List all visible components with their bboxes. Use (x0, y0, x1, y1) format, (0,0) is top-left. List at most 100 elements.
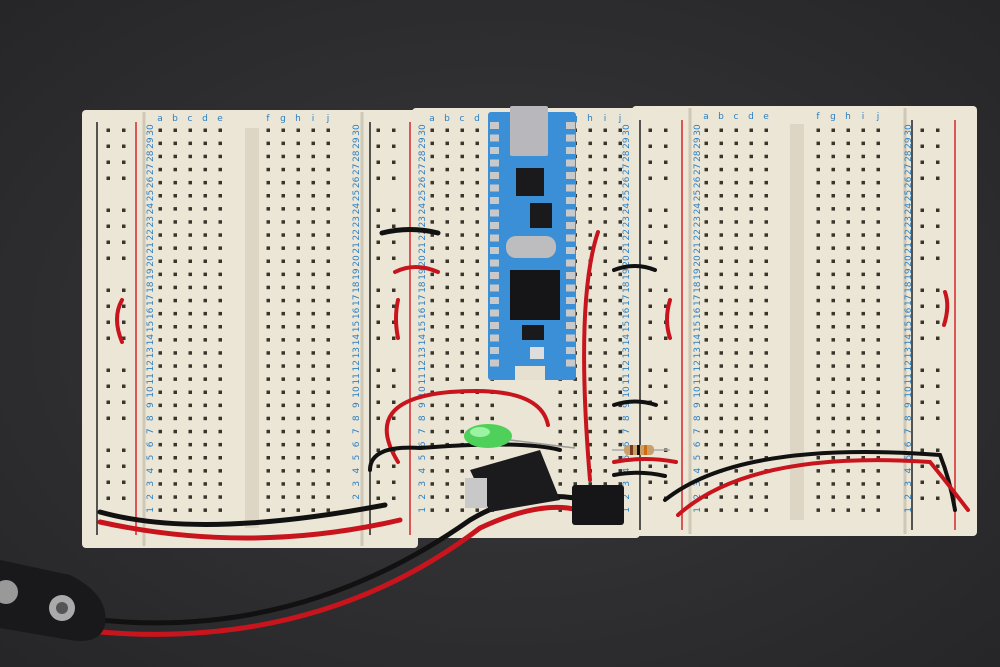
breadboard-hole[interactable] (704, 429, 709, 434)
breadboard-hole[interactable] (430, 233, 435, 237)
breadboard-hole[interactable] (861, 220, 866, 224)
breadboard-hole[interactable] (203, 351, 208, 355)
rail-hole[interactable] (936, 320, 940, 325)
breadboard-hole[interactable] (816, 495, 821, 499)
breadboard-hole[interactable] (831, 272, 836, 277)
breadboard-hole[interactable] (311, 469, 316, 473)
breadboard-hole[interactable] (296, 259, 301, 264)
breadboard-hole[interactable] (603, 377, 608, 381)
breadboard-hole[interactable] (173, 390, 178, 395)
breadboard-hole[interactable] (831, 128, 836, 133)
breadboard-hole[interactable] (218, 128, 223, 133)
rail-hole[interactable] (920, 176, 925, 181)
breadboard-hole[interactable] (749, 246, 754, 250)
breadboard-hole[interactable] (203, 272, 208, 277)
breadboard-hole[interactable] (588, 220, 593, 224)
rail-hole[interactable] (376, 448, 381, 453)
breadboard-hole[interactable] (218, 482, 223, 486)
breadboard-hole[interactable] (749, 180, 754, 185)
breadboard-hole[interactable] (764, 325, 769, 329)
breadboard-hole[interactable] (704, 194, 709, 198)
breadboard-hole[interactable] (203, 325, 208, 329)
breadboard-hole[interactable] (266, 180, 271, 185)
breadboard-hole[interactable] (266, 442, 271, 447)
breadboard-hole[interactable] (764, 508, 769, 512)
breadboard-hole[interactable] (749, 128, 754, 133)
breadboard-hole[interactable] (460, 416, 465, 421)
breadboard-hole[interactable] (460, 141, 465, 146)
breadboard-hole[interactable] (846, 377, 851, 381)
breadboard-hole[interactable] (719, 351, 724, 355)
breadboard-hole[interactable] (188, 338, 193, 342)
breadboard-hole[interactable] (188, 469, 193, 473)
breadboard-hole[interactable] (876, 416, 881, 421)
breadboard-hole[interactable] (311, 272, 316, 277)
rail-hole[interactable] (920, 208, 925, 213)
breadboard-hole[interactable] (603, 141, 608, 146)
breadboard-hole[interactable] (311, 220, 316, 224)
rail-hole[interactable] (376, 144, 381, 149)
breadboard-hole[interactable] (218, 390, 223, 395)
breadboard-hole[interactable] (764, 207, 769, 211)
breadboard-hole[interactable] (816, 403, 821, 408)
rail-hole[interactable] (664, 336, 668, 341)
rail-hole[interactable] (936, 400, 940, 405)
breadboard-hole[interactable] (618, 233, 623, 237)
breadboard-hole[interactable] (831, 298, 836, 303)
breadboard-hole[interactable] (460, 167, 465, 172)
breadboard-hole[interactable] (749, 338, 754, 342)
breadboard-hole[interactable] (719, 495, 724, 499)
breadboard-hole[interactable] (475, 246, 480, 250)
breadboard-hole[interactable] (704, 298, 709, 303)
breadboard-hole[interactable] (846, 364, 851, 368)
breadboard-hole[interactable] (460, 508, 465, 512)
breadboard-hole[interactable] (311, 194, 316, 198)
breadboard-hole[interactable] (603, 154, 608, 159)
breadboard-hole[interactable] (445, 259, 450, 264)
breadboard-hole[interactable] (861, 167, 866, 172)
breadboard-hole[interactable] (266, 194, 271, 198)
rail-hole[interactable] (376, 368, 381, 373)
breadboard-hole[interactable] (173, 128, 178, 133)
breadboard-hole[interactable] (445, 429, 450, 434)
breadboard-hole[interactable] (266, 233, 271, 237)
breadboard-hole[interactable] (861, 233, 866, 237)
breadboard-hole[interactable] (861, 442, 866, 447)
breadboard-hole[interactable] (311, 311, 316, 316)
rail-hole[interactable] (122, 480, 126, 485)
breadboard-hole[interactable] (460, 272, 465, 277)
breadboard-hole[interactable] (266, 495, 271, 499)
breadboard-hole[interactable] (173, 246, 178, 250)
breadboard-hole[interactable] (296, 351, 301, 355)
breadboard-hole[interactable] (188, 220, 193, 224)
breadboard-hole[interactable] (188, 429, 193, 434)
breadboard-hole[interactable] (218, 429, 223, 434)
breadboard-hole[interactable] (831, 180, 836, 185)
rail-hole[interactable] (376, 400, 381, 405)
breadboard-hole[interactable] (846, 442, 851, 447)
breadboard-hole[interactable] (603, 456, 608, 460)
breadboard-hole[interactable] (173, 508, 178, 512)
breadboard-hole[interactable] (311, 351, 316, 355)
breadboard-hole[interactable] (861, 311, 866, 316)
breadboard-hole[interactable] (445, 141, 450, 146)
breadboard-hole[interactable] (445, 298, 450, 303)
breadboard-hole[interactable] (704, 469, 709, 473)
breadboard-hole[interactable] (719, 482, 724, 486)
breadboard-hole[interactable] (749, 141, 754, 146)
breadboard-hole[interactable] (218, 141, 223, 146)
breadboard-hole[interactable] (588, 298, 593, 303)
rail-hole[interactable] (106, 288, 111, 293)
breadboard-hole[interactable] (861, 390, 866, 395)
breadboard-hole[interactable] (704, 220, 709, 224)
breadboard-hole[interactable] (445, 416, 450, 421)
breadboard-hole[interactable] (719, 377, 724, 381)
rail-hole[interactable] (376, 336, 381, 341)
breadboard-hole[interactable] (326, 246, 331, 250)
breadboard-hole[interactable] (861, 180, 866, 185)
breadboard-hole[interactable] (218, 246, 223, 250)
breadboard-hole[interactable] (266, 325, 271, 329)
breadboard-hole[interactable] (188, 285, 193, 290)
breadboard-hole[interactable] (460, 482, 465, 486)
rail-hole[interactable] (122, 336, 126, 341)
